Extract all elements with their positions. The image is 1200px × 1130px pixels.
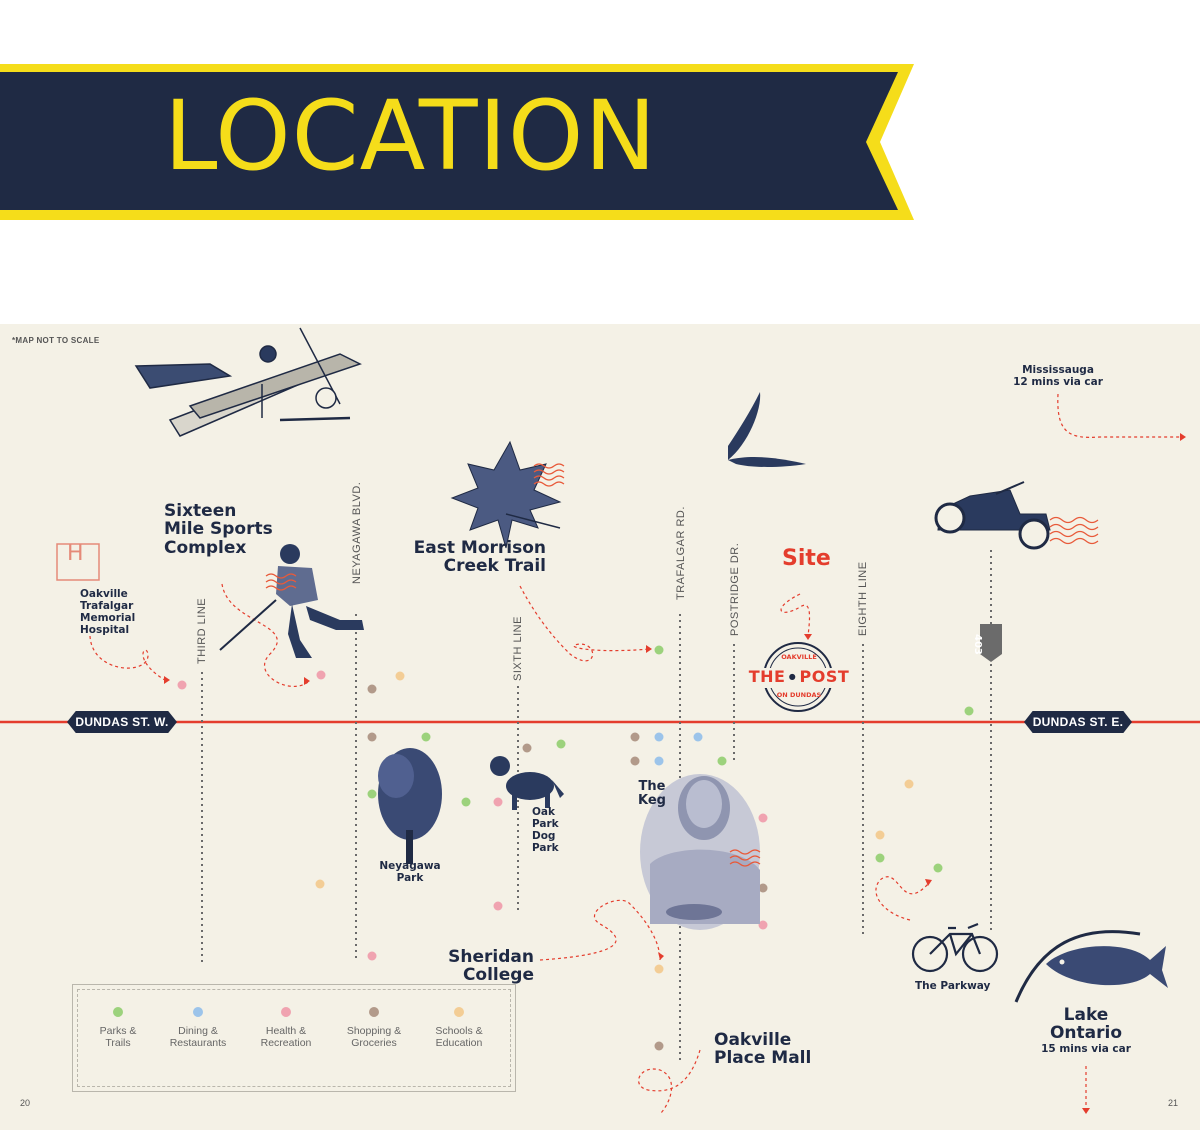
map-canvas: [0, 327, 1200, 1115]
sports-connector: [221, 583, 309, 687]
the-post-logo-top: OAKVILLE: [781, 653, 817, 661]
health-dot-icon: [281, 1007, 291, 1017]
parkway-connector: [875, 876, 929, 921]
page-title: LOCATION: [164, 80, 658, 192]
shopping-dot-icon: [369, 1007, 379, 1017]
amenity-dots: [177, 645, 974, 1051]
location-banner: [0, 64, 920, 220]
third-line-label: THIRD LINE: [196, 597, 208, 664]
airplane-icon: [134, 327, 362, 437]
fish-icon: [1014, 930, 1168, 1003]
highway-403-shield: [980, 624, 1002, 662]
mississauga-connector: [1057, 393, 1182, 438]
scale-note: *MAP NOT TO SCALE: [12, 336, 100, 345]
wave-mark: [533, 463, 565, 487]
dundas-east-label: DUNDAS ST. E.: [1024, 711, 1132, 733]
page-number-left: 20: [20, 1098, 31, 1108]
banner-ribbon: [0, 64, 914, 220]
maple-leaf-icon: [450, 440, 562, 549]
postridge-label: POSTRIDGE DR.: [729, 542, 741, 636]
schools-dot-icon: [454, 1007, 464, 1017]
parks-dot-icon: [113, 1007, 123, 1017]
neyagawa-label: NEYAGAWA BLVD.: [351, 481, 363, 584]
site-connector: [780, 593, 811, 637]
location-map: *MAP NOT TO SCALE: [0, 324, 1200, 1130]
swallow-icon: [728, 392, 806, 467]
the-post-logo: [745, 642, 851, 712]
page-number-right: 21: [1168, 1098, 1179, 1108]
site-label: Site: [782, 546, 831, 571]
legend-schools: Schools &Education: [414, 1007, 504, 1049]
tree-icon: [378, 748, 442, 864]
dundas-west-label: DUNDAS ST. W.: [67, 711, 177, 733]
legend-dining: Dining &Restaurants: [153, 1007, 243, 1049]
the-post-logo-text: THE ● POST: [748, 667, 850, 686]
hospital-icon: [56, 543, 100, 581]
trafalgar-label: TRAFALGAR RD.: [675, 506, 687, 600]
vintage-car-icon: [934, 481, 1051, 550]
map-legend: Parks &Trails Dining &Restaurants Health…: [72, 984, 516, 1092]
sixth-line-label: SIXTH LINE: [512, 616, 524, 681]
highway-403-label: 403: [972, 634, 983, 655]
dining-dot-icon: [193, 1007, 203, 1017]
hospital-connector: [89, 635, 169, 683]
trail-connector: [519, 585, 651, 662]
hockey-player-icon: [219, 544, 364, 658]
woman-photo-icon: [640, 774, 760, 930]
eighth-line-label: EIGHTH LINE: [857, 561, 869, 636]
sheridan-connector: [539, 899, 661, 961]
legend-shopping: Shopping &Groceries: [329, 1007, 419, 1049]
bicycle-icon: [911, 922, 999, 973]
legend-parks: Parks &Trails: [73, 1007, 163, 1049]
mall-connector: [638, 1049, 701, 1115]
parkway-label: The Parkway: [915, 980, 991, 992]
hospital-icon-letter: H: [67, 541, 84, 566]
legend-health: Health &Recreation: [241, 1007, 331, 1049]
dog-icon: [490, 756, 564, 810]
the-post-logo-bottom: ON DUNDAS: [776, 691, 822, 699]
